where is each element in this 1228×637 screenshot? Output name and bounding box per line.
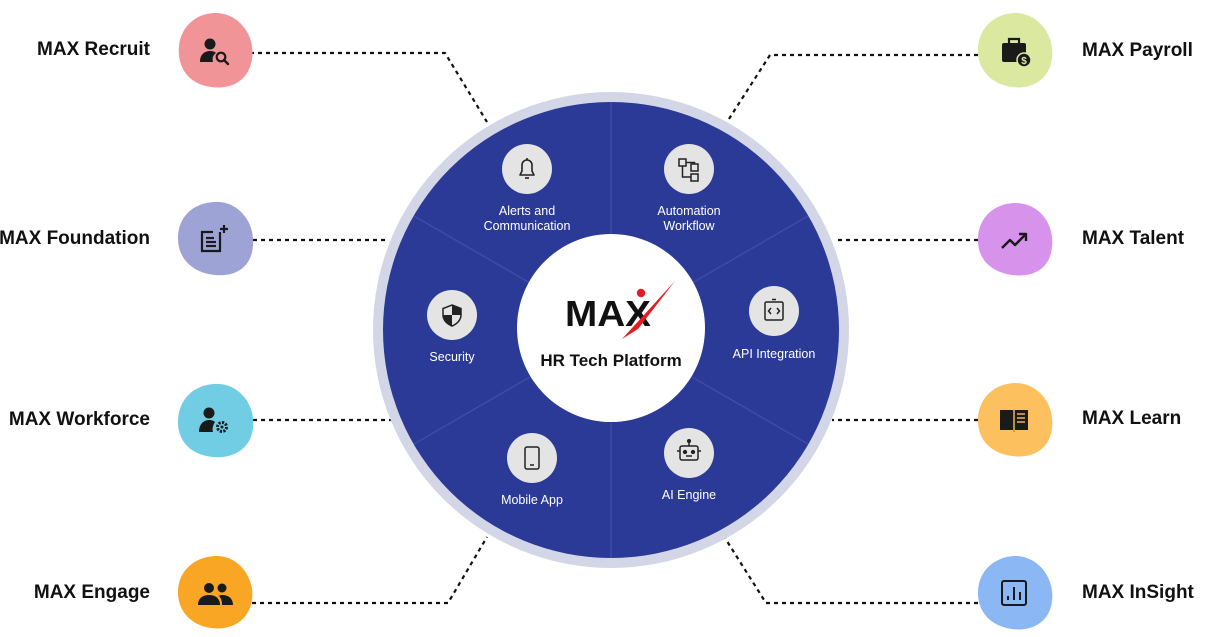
center-disk bbox=[517, 234, 705, 422]
blob bbox=[177, 383, 254, 458]
module-label-workforce[interactable]: MAX Workforce bbox=[8, 409, 150, 430]
segment-label-line: Alerts and bbox=[499, 204, 555, 218]
shield-icon bbox=[442, 304, 462, 327]
trending-up-icon bbox=[1001, 232, 1028, 249]
book-icon bbox=[1000, 410, 1028, 432]
logo-swoosh bbox=[622, 281, 675, 339]
module-label-payroll[interactable]: MAX Payroll bbox=[1082, 40, 1193, 61]
segment-icon-bg bbox=[507, 433, 557, 483]
module-label-learn[interactable]: MAX Learn bbox=[1082, 408, 1182, 429]
segment-icon-bg bbox=[502, 144, 552, 194]
mobile-icon bbox=[524, 446, 540, 470]
module-label-engage[interactable]: MAX Engage bbox=[33, 582, 150, 603]
logo-dot bbox=[636, 288, 646, 298]
connectors bbox=[250, 51, 978, 605]
module-engage bbox=[177, 555, 253, 629]
module-label-foundation[interactable]: MAX Foundation bbox=[0, 228, 150, 249]
module-recruit bbox=[178, 12, 253, 88]
segment-api: API Integration bbox=[733, 286, 816, 361]
blob bbox=[977, 555, 1053, 630]
divider-lower-left bbox=[413, 376, 531, 445]
center-subtitle: HR Tech Platform bbox=[540, 351, 681, 370]
module-talent bbox=[977, 202, 1053, 276]
bell-icon bbox=[519, 158, 535, 179]
module-workforce bbox=[177, 383, 254, 458]
segment-label-line: AI Engine bbox=[662, 488, 716, 502]
segment-ai: AI Engine bbox=[662, 428, 716, 502]
user-settings-icon bbox=[199, 407, 228, 433]
code-icon bbox=[764, 298, 784, 321]
blob bbox=[178, 12, 253, 88]
user-search-icon bbox=[200, 38, 230, 66]
segment-icon-bg bbox=[749, 286, 799, 336]
blob bbox=[977, 202, 1053, 276]
people-icon bbox=[198, 583, 233, 605]
module-payroll: $ bbox=[977, 12, 1053, 88]
module-learn bbox=[977, 382, 1053, 457]
briefcase-dollar-icon: $ bbox=[1002, 37, 1032, 68]
segment-alerts: Alerts and Communication bbox=[484, 144, 571, 233]
blob bbox=[178, 201, 254, 276]
workflow-icon bbox=[678, 158, 699, 182]
segment-label-line: Workflow bbox=[663, 219, 715, 233]
module-label-insight[interactable]: MAX InSight bbox=[1082, 582, 1194, 603]
segment-icon-bg bbox=[664, 144, 714, 194]
segment-label-line: Automation bbox=[657, 204, 720, 218]
segment-label-line: Mobile App bbox=[501, 493, 563, 507]
blob bbox=[177, 555, 253, 629]
wheel-dividers bbox=[413, 102, 809, 558]
segment-label-line: Security bbox=[429, 350, 475, 364]
segment-security: Security bbox=[427, 290, 477, 364]
robot-icon bbox=[677, 438, 701, 461]
segment-label-line: API Integration bbox=[733, 347, 816, 361]
bar-chart-icon bbox=[1001, 580, 1027, 606]
divider-lower-right bbox=[691, 376, 809, 445]
module-label-talent[interactable]: MAX Talent bbox=[1082, 228, 1185, 249]
document-add-icon bbox=[200, 225, 228, 253]
connector-engage bbox=[252, 536, 488, 605]
max-logo: MAX bbox=[565, 281, 675, 339]
svg-text:$: $ bbox=[1021, 56, 1027, 67]
segment-label-line: Communication bbox=[484, 219, 571, 233]
module-foundation bbox=[178, 201, 254, 276]
connector-recruit bbox=[250, 51, 488, 123]
segment-icon-bg bbox=[664, 428, 714, 478]
connector-payroll bbox=[726, 53, 978, 123]
connector-insight bbox=[724, 537, 978, 605]
divider-upper-left bbox=[413, 215, 531, 284]
segment-mobile: Mobile App bbox=[501, 433, 563, 507]
divider-upper-right bbox=[691, 215, 809, 284]
segment-automation: Automation Workflow bbox=[657, 144, 721, 233]
module-insight bbox=[977, 555, 1053, 630]
module-label-recruit[interactable]: MAX Recruit bbox=[37, 39, 150, 60]
